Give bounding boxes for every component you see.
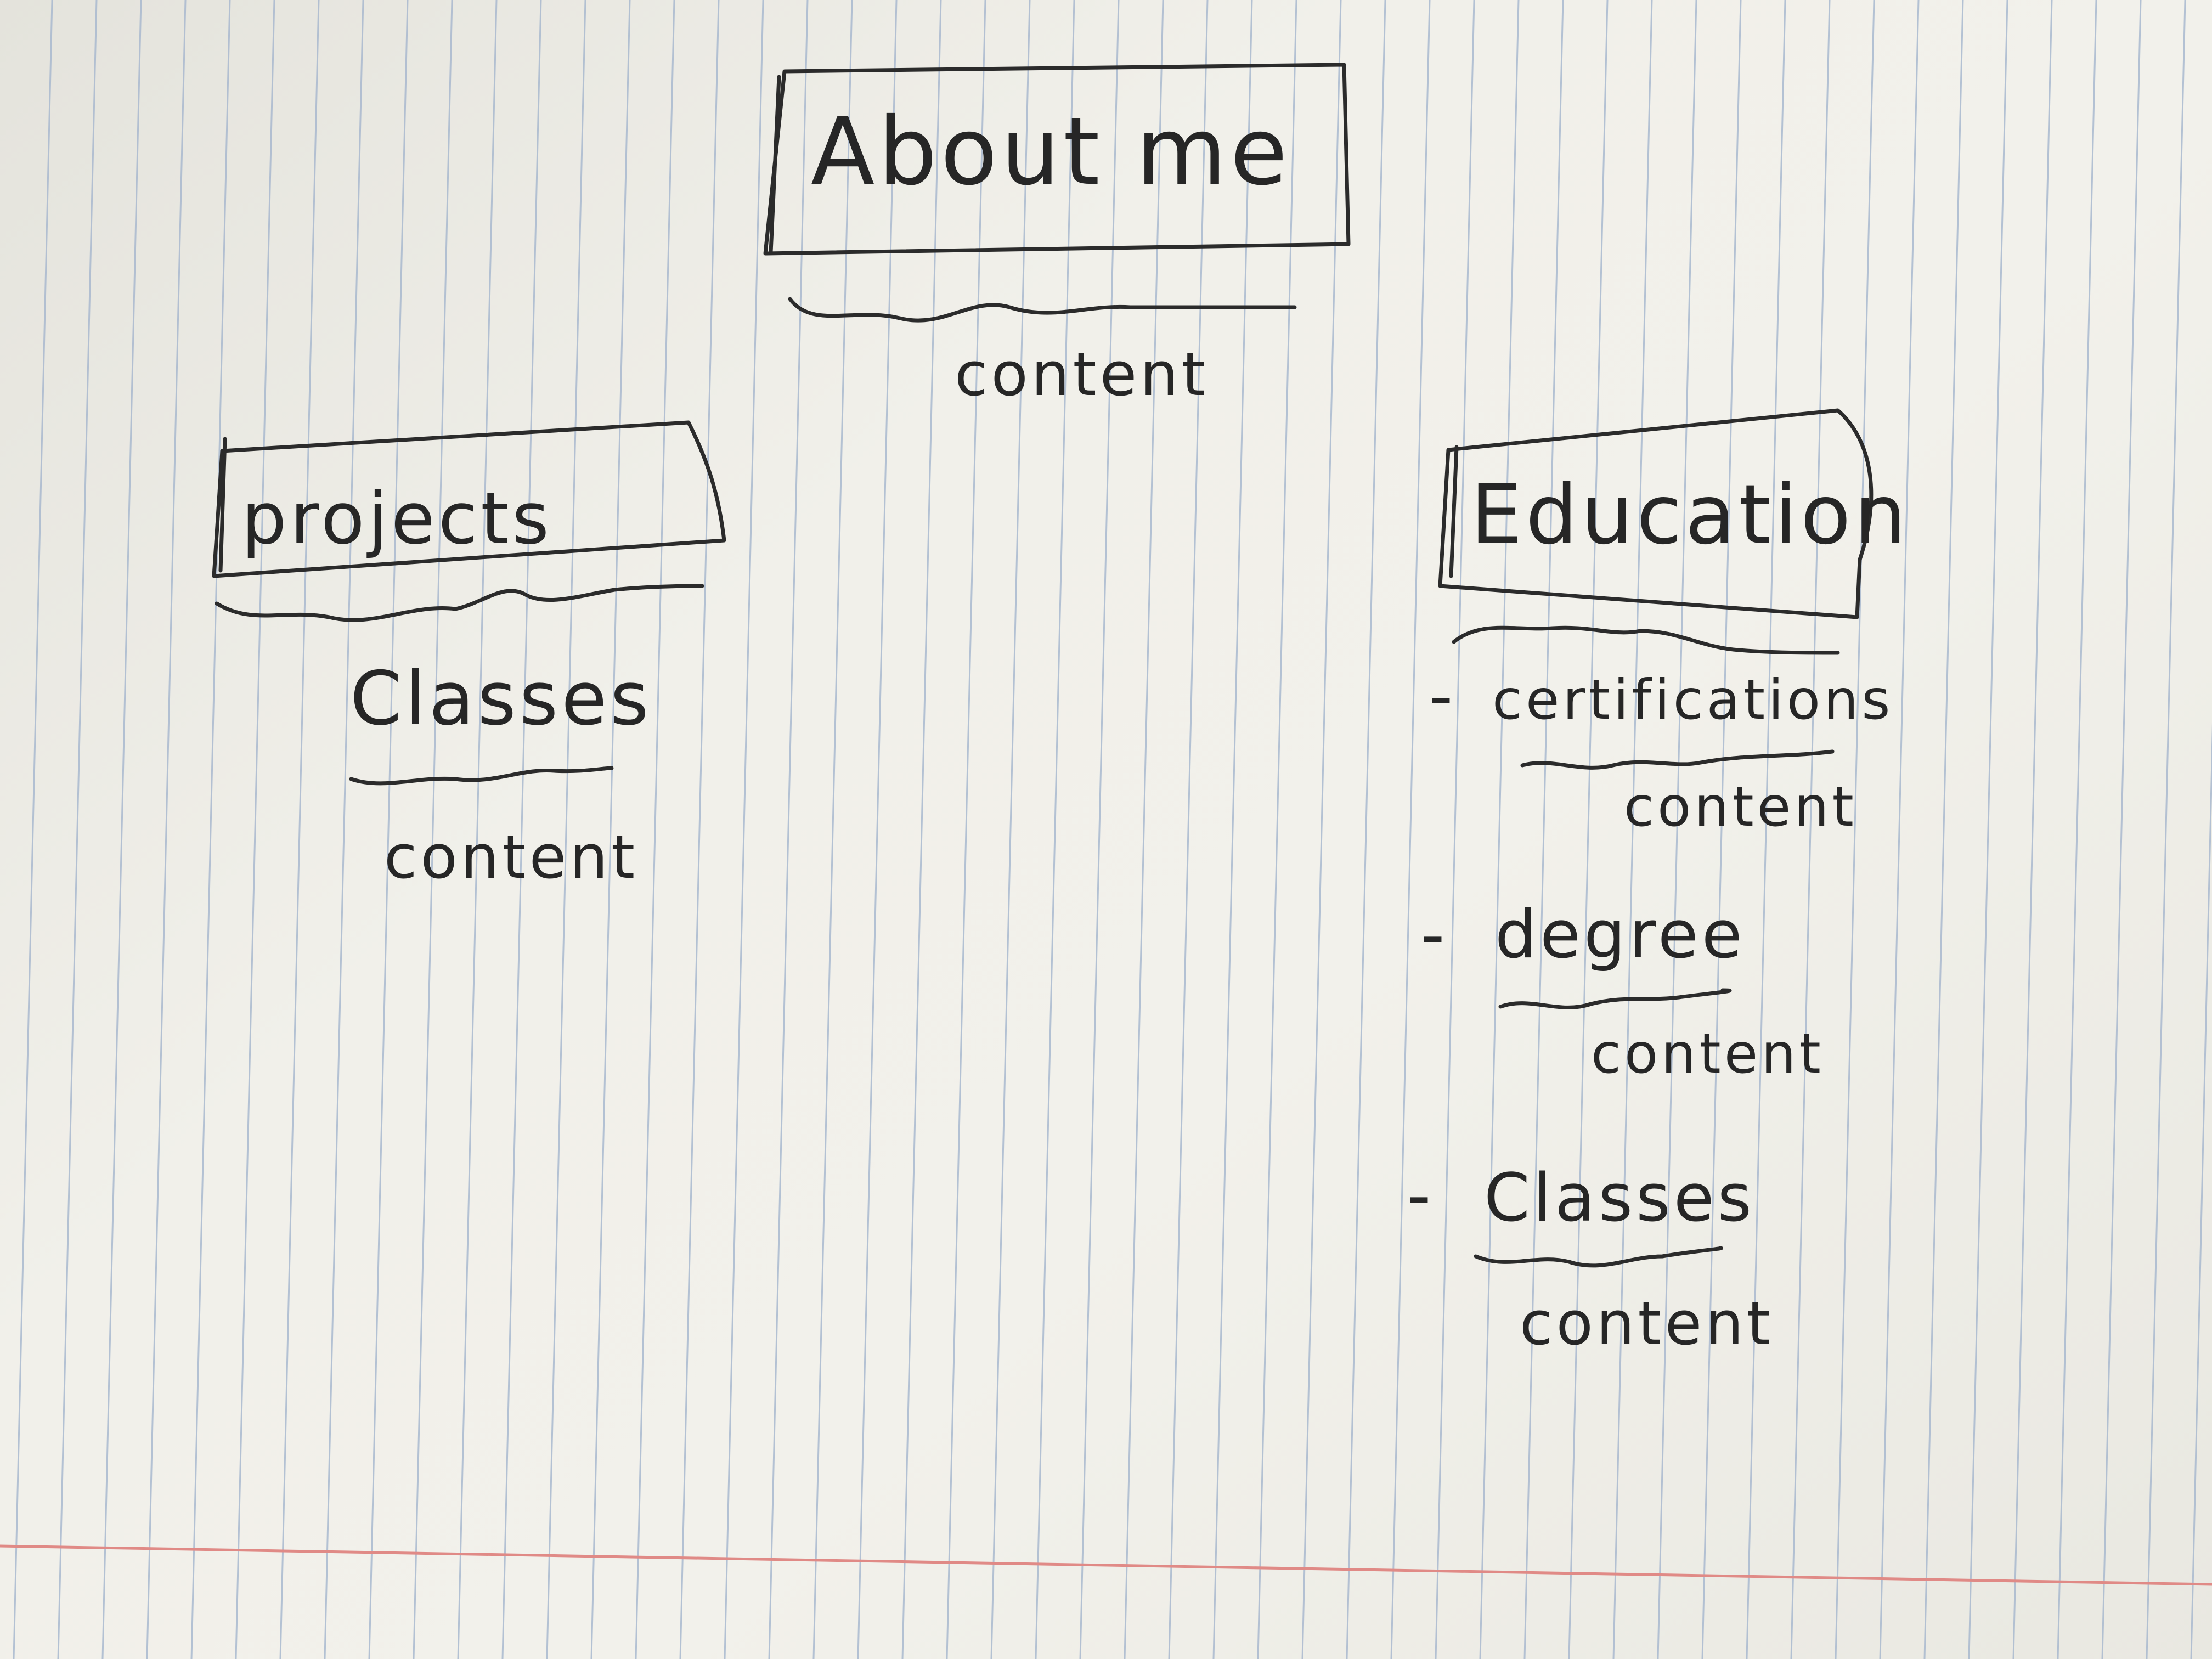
rule-line	[57, 0, 98, 1659]
rule-line	[1879, 0, 1920, 1659]
rule-line	[146, 0, 187, 1659]
education-item-label: Classes	[1484, 1160, 1755, 1237]
rule-line	[990, 0, 1031, 1659]
education-item-label: certifications	[1492, 668, 1894, 732]
rule-line	[1923, 0, 1964, 1659]
education-title-box	[1438, 408, 1874, 619]
education-item-label: degree	[1495, 897, 1746, 973]
rule-line	[1790, 0, 1831, 1659]
education-title: Education	[1470, 467, 1910, 563]
rule-line	[812, 0, 853, 1659]
rule-line	[1612, 0, 1653, 1659]
education-item-content: content	[1520, 1288, 1774, 1358]
education-item-bullet: -	[1407, 1158, 1434, 1234]
rule-line	[368, 0, 409, 1659]
about-title-box	[763, 63, 1351, 256]
rule-line	[1657, 0, 1697, 1659]
margin-line	[0, 1544, 2212, 1586]
rule-line	[413, 0, 453, 1659]
rule-line	[724, 0, 764, 1659]
rule-line	[2190, 723, 2212, 1659]
projects-section: projects Classes content	[212, 420, 726, 892]
rule-line	[190, 0, 231, 1659]
projects-title: projects	[241, 477, 552, 560]
rule-line	[635, 0, 675, 1659]
rule-line	[13, 0, 53, 1659]
education-item-bullet: -	[1429, 658, 1456, 735]
about-title: About me	[811, 98, 1291, 206]
rule-line	[1168, 0, 1209, 1659]
rule-line	[946, 0, 986, 1659]
rule-line	[1124, 0, 1164, 1659]
rule-line	[2101, 0, 2142, 1659]
rule-line	[2057, 0, 2097, 1659]
rule-line	[1346, 0, 1386, 1659]
rule-line	[1035, 0, 1075, 1659]
rule-line	[501, 0, 542, 1659]
rule-line	[457, 0, 498, 1659]
projects-title-box	[212, 420, 726, 578]
rule-line	[2012, 0, 2053, 1659]
education-item-underline	[1520, 749, 1835, 770]
rule-line	[2146, 0, 2186, 1659]
rule-line	[1212, 0, 1253, 1659]
education-item-bullet: -	[1421, 897, 1448, 973]
projects-subheading-underline	[349, 766, 614, 786]
rule-line	[590, 0, 631, 1659]
rule-line	[1301, 0, 1342, 1659]
rule-line	[901, 0, 942, 1659]
rule-line	[1479, 0, 1520, 1659]
rule-line	[768, 0, 809, 1659]
projects-content: content	[384, 822, 638, 892]
about-section: About me content	[763, 63, 1351, 409]
rule-line	[1835, 0, 1875, 1659]
rule-line	[1746, 0, 1786, 1659]
rule-line	[679, 0, 720, 1659]
about-content: content	[955, 339, 1209, 409]
education-item-content: content	[1624, 775, 1857, 839]
projects-underline	[215, 584, 704, 622]
education-section: Education - certifications content - deg…	[1407, 408, 1910, 1358]
rule-line	[324, 0, 364, 1659]
rule-line	[1390, 0, 1431, 1659]
rule-line	[1257, 0, 1297, 1659]
rule-line	[1968, 0, 2008, 1659]
about-underline	[788, 297, 1297, 323]
rule-line	[1701, 0, 1742, 1659]
rule-line	[279, 0, 320, 1659]
rule-line	[1435, 0, 1475, 1659]
rule-line	[1523, 0, 1564, 1659]
education-underline	[1452, 625, 1840, 655]
education-item-underline	[1498, 988, 1732, 1009]
rule-line	[235, 0, 275, 1659]
rule-line	[546, 0, 586, 1659]
education-item-content: content	[1591, 1022, 1824, 1086]
projects-subheading: Classes	[350, 656, 652, 742]
rule-line	[101, 0, 142, 1659]
education-item-underline	[1474, 1246, 1723, 1268]
rule-line	[857, 0, 898, 1659]
rule-line	[1568, 0, 1609, 1659]
rule-line	[1079, 0, 1120, 1659]
